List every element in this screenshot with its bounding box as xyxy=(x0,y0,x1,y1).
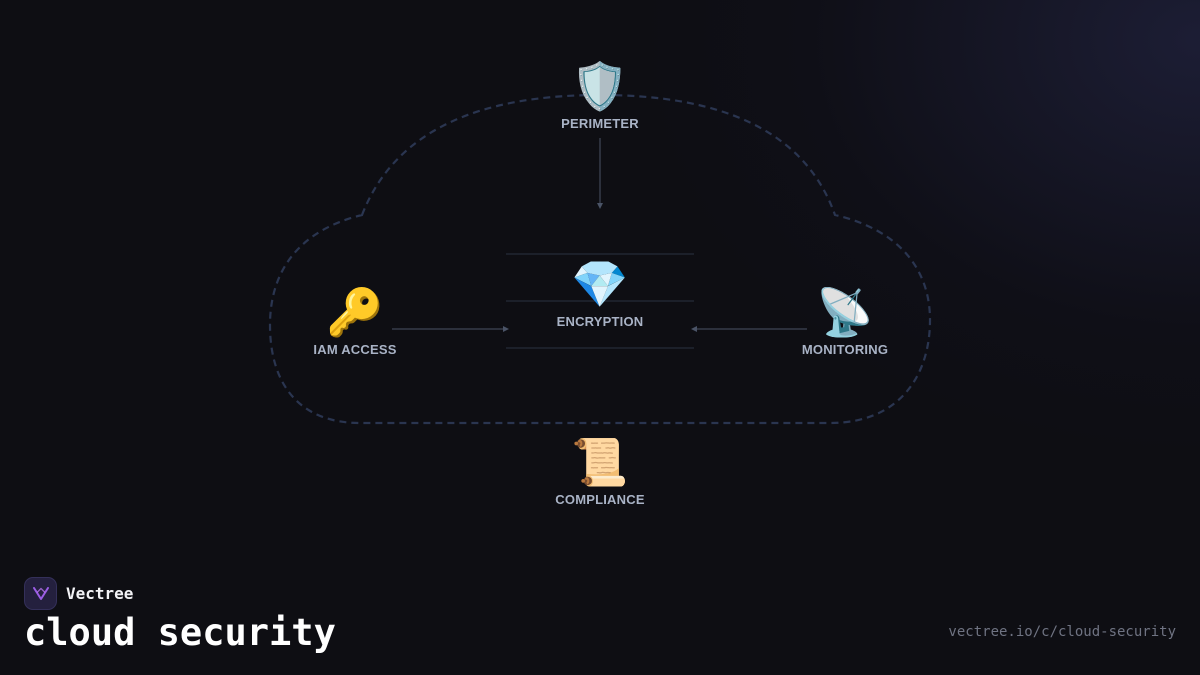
node-perimeter-label: PERIMETER xyxy=(561,116,639,131)
node-encryption-label: ENCRYPTION xyxy=(556,314,644,329)
node-compliance-label: COMPLIANCE xyxy=(555,492,645,507)
satellite-dish-icon: 📡 xyxy=(816,285,874,339)
shield-icon: 🛡️ xyxy=(571,59,629,113)
brand: Vectree xyxy=(24,577,133,610)
gem-icon: 💎 xyxy=(571,257,629,311)
brand-name: Vectree xyxy=(66,584,134,603)
key-icon: 🔑 xyxy=(326,285,384,339)
node-monitoring: 📡 MONITORING xyxy=(802,286,888,357)
node-encryption: 💎 ENCRYPTION xyxy=(557,258,644,329)
page-title: cloud security xyxy=(24,611,336,654)
node-perimeter: 🛡️ PERIMETER xyxy=(561,60,639,131)
node-iam-access: 🔑 IAM ACCESS xyxy=(313,286,396,357)
node-compliance: 📜 COMPLIANCE xyxy=(555,436,644,507)
cloud-outline xyxy=(268,93,932,425)
node-iam-access-label: IAM ACCESS xyxy=(313,342,397,357)
vectree-logo-icon xyxy=(24,577,57,610)
page-url[interactable]: vectree.io/c/cloud-security xyxy=(948,624,1176,640)
node-monitoring-label: MONITORING xyxy=(801,342,889,357)
scroll-icon: 📜 xyxy=(571,435,629,489)
